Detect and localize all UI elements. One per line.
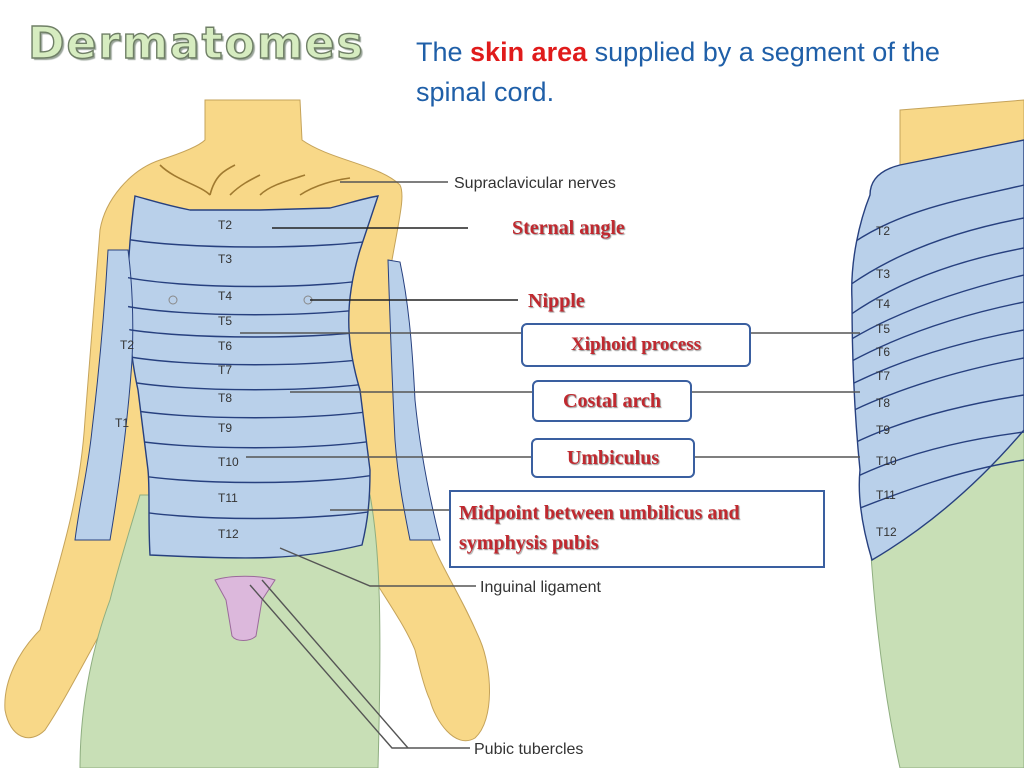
side-level-t8: T8 <box>876 396 890 410</box>
side-level-t10: T10 <box>876 454 897 468</box>
arm-t1-strip <box>74 249 134 541</box>
side-level-t11: T11 <box>876 488 896 502</box>
front-blue-region <box>127 195 380 559</box>
genital-region <box>214 575 276 641</box>
front-level-t3: T3 <box>218 252 232 266</box>
subtitle-highlight: skin area <box>470 37 588 67</box>
arm-t1-strip-right <box>387 259 441 541</box>
callout-umbilicus: Umbiculus <box>531 438 695 478</box>
side-level-t7: T7 <box>876 369 890 383</box>
leader-inguinal <box>279 547 476 587</box>
front-level-t9: T9 <box>218 421 232 435</box>
callout-nipple: Nipple <box>528 290 585 312</box>
front-level-t6: T6 <box>218 339 232 353</box>
leader-lines <box>240 181 860 749</box>
side-level-t4: T4 <box>876 297 890 311</box>
arm-label-t1: T1 <box>115 416 129 430</box>
side-level-t3: T3 <box>876 267 890 281</box>
subtitle: The skin area supplied by a segment of t… <box>416 32 996 112</box>
left-nipple <box>168 295 178 305</box>
side-level-t6: T6 <box>876 345 890 359</box>
callout-costal-arch: Costal arch <box>532 380 692 422</box>
side-level-t5: T5 <box>876 322 890 336</box>
leader-pubic-1 <box>249 584 470 749</box>
callout-sternal-angle: Sternal angle <box>512 217 625 239</box>
front-level-t2: T2 <box>218 218 232 232</box>
side-level-t9: T9 <box>876 423 890 437</box>
nerve-twigs <box>159 164 351 196</box>
arm-label-t2: T2 <box>120 338 134 352</box>
front-green-region <box>79 494 381 768</box>
side-level-t12: T12 <box>876 525 897 539</box>
leader-pubic-2 <box>261 579 409 749</box>
side-band-lines <box>851 184 1024 513</box>
label-inguinal-ligament: Inguinal ligament <box>480 579 602 596</box>
subtitle-pre: The <box>416 37 471 67</box>
front-level-t4: T4 <box>218 289 232 303</box>
front-level-t11: T11 <box>218 491 238 505</box>
callout-xiphoid-process: Xiphoid process <box>521 323 751 367</box>
front-level-t5: T5 <box>218 314 232 328</box>
callout-midpoint: Midpoint between umbilicus and symphysis… <box>449 490 825 568</box>
label-supraclavicular: Supraclavicular nerves <box>454 175 616 192</box>
front-level-t8: T8 <box>218 391 232 405</box>
label-pubic-tubercles: Pubic tubercles <box>474 741 583 758</box>
front-level-t12: T12 <box>218 527 239 541</box>
front-level-t7: T7 <box>218 363 232 377</box>
subtitle-post: supplied by a segment of the spinal cord… <box>416 37 940 107</box>
side-level-t2: T2 <box>876 224 890 238</box>
page-title: Dermatomes <box>27 17 365 69</box>
front-level-t10: T10 <box>218 455 239 469</box>
